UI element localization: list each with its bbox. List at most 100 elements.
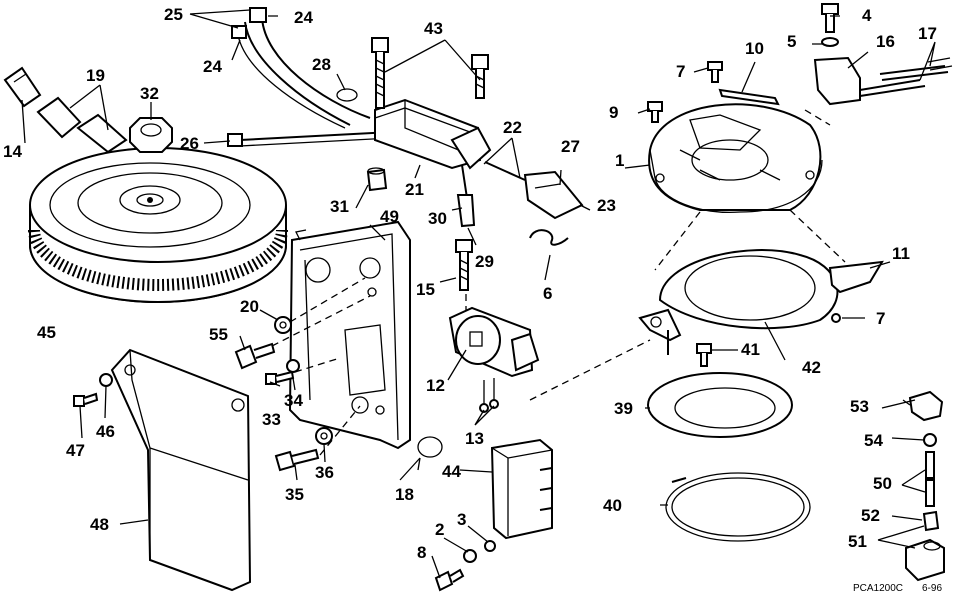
callout-42: 42: [802, 358, 821, 377]
callout-26: 26: [180, 134, 199, 153]
flywheel-part-45: [28, 147, 288, 303]
callout-53: 53: [850, 397, 869, 416]
callout-27: 27: [561, 137, 580, 156]
callout-34: 34: [284, 391, 303, 410]
screw-part-8: [434, 568, 465, 592]
callout-35: 35: [285, 485, 304, 504]
washer-part-5: [821, 37, 839, 47]
callout-1: 1: [615, 151, 625, 170]
callout-2: 2: [435, 520, 445, 539]
washer-part-2: [463, 549, 477, 563]
callout-5: 5: [787, 32, 797, 51]
screw-part-15: [455, 239, 473, 291]
callout-14: 14: [3, 142, 22, 161]
bracket-part-10: [718, 88, 780, 106]
callout-28: 28: [312, 55, 331, 74]
callout-17: 17: [918, 24, 937, 43]
connector-part-27: [484, 161, 584, 220]
callout-7-top: 7: [676, 62, 686, 81]
callout-43: 43: [424, 19, 443, 38]
mounting-bracket-part-49: [288, 220, 411, 450]
callout-18: 18: [395, 485, 414, 504]
callout-15: 15: [416, 280, 435, 299]
callout-52: 52: [861, 506, 880, 525]
tube-part-50: [925, 451, 935, 507]
callout-12: 12: [426, 376, 445, 395]
ring-part-39: [647, 372, 793, 438]
callout-41: 41: [741, 340, 760, 359]
callout-31: 31: [330, 197, 349, 216]
callout-50: 50: [873, 474, 892, 493]
callout-3: 3: [457, 510, 467, 529]
armature-plate-part-1: [648, 103, 823, 214]
cover-part-11: [828, 260, 884, 294]
washer-part-34: [286, 359, 300, 373]
screw-part-4: [821, 3, 839, 33]
screw-part-7-right: [831, 313, 841, 323]
callout-40: 40: [603, 496, 622, 515]
callout-47: 47: [66, 441, 85, 460]
callout-54: 54: [864, 431, 883, 450]
clip-part-6: [529, 229, 569, 246]
callout-36: 36: [315, 463, 334, 482]
washer-part-3: [484, 540, 496, 552]
retainer-part-42: [638, 249, 839, 355]
cap-part-53: [908, 390, 944, 422]
callout-22: 22: [503, 118, 522, 137]
nut-part-32: [129, 117, 173, 153]
grommet-part-31: [366, 167, 388, 192]
screw-part-55: [234, 342, 276, 370]
callout-55: 55: [209, 325, 228, 344]
screw-part-9: [647, 101, 663, 123]
sleeve-part-19: [36, 96, 128, 154]
washer-part-36: [315, 427, 333, 445]
clip-part-28: [336, 88, 358, 102]
callout-32: 32: [140, 84, 159, 103]
leader-lines: [21, 9, 936, 579]
figure-code: PCA1200C: [853, 583, 904, 594]
screw-part-41: [696, 343, 712, 367]
callout-44: 44: [442, 462, 461, 481]
washer-part-20: [274, 316, 292, 334]
cover-part-48: [110, 348, 252, 592]
terminal-part-13: [479, 378, 499, 413]
wiring-harness: [227, 7, 393, 147]
callout-13: 13: [465, 429, 484, 448]
screw-part-47: [73, 392, 99, 407]
callout-33: 33: [262, 410, 281, 429]
spark-plug-lead-part-30: [456, 164, 476, 228]
callout-9: 9: [609, 103, 619, 122]
callout-7-right: 7: [876, 309, 886, 328]
callout-30: 30: [428, 209, 447, 228]
screw-part-35: [274, 448, 320, 472]
sensor-part-16: [813, 56, 926, 106]
callout-25: 25: [164, 5, 183, 24]
fitting-part-52: [922, 510, 940, 532]
connector-part-14: [3, 66, 42, 108]
ring-part-40: [665, 472, 811, 542]
callout-45: 45: [37, 323, 56, 342]
callout-29: 29: [475, 252, 494, 271]
ignition-coil-part-12: [448, 306, 540, 378]
boot-part-51: [905, 538, 945, 582]
callout-19: 19: [86, 66, 105, 85]
callout-21: 21: [405, 180, 424, 199]
callout-20: 20: [240, 297, 259, 316]
clamp-part-18: [417, 436, 443, 471]
fitting-part-54: [923, 433, 937, 447]
callout-16: 16: [876, 32, 895, 51]
washer-part-46: [99, 373, 113, 387]
callout-39: 39: [614, 399, 633, 418]
callout-10: 10: [745, 39, 764, 58]
screw-part-43: [371, 37, 489, 109]
callout-46: 46: [96, 422, 115, 441]
screw-part-7-top: [707, 61, 723, 83]
callout-11: 11: [892, 244, 910, 263]
callout-8: 8: [417, 543, 427, 562]
callout-4: 4: [862, 6, 872, 25]
power-pack-part-21: [374, 98, 492, 170]
switch-box-part-44: [490, 438, 553, 540]
lead-part-17: [879, 57, 953, 81]
